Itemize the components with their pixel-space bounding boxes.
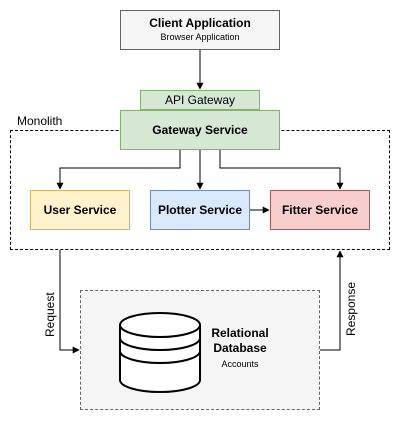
user-service-label: User Service <box>43 202 117 217</box>
response-label: Response <box>344 281 358 336</box>
api-gateway-label: API Gateway <box>164 93 236 107</box>
gateway-service-node: Gateway Service <box>120 110 280 150</box>
plotter-service-label: Plotter Service <box>157 202 243 217</box>
edge-gateway-to-user <box>56 150 181 190</box>
plotter-service-node: Plotter Service <box>150 190 250 230</box>
fitter-service-label: Fitter Service <box>281 202 359 217</box>
client-subtitle: Browser Application <box>160 32 240 42</box>
monolith-label: Monolith <box>17 114 63 128</box>
request-label: Request <box>43 292 57 337</box>
database-title-line2: Database <box>213 341 267 355</box>
client-title: Client Application <box>149 16 251 30</box>
gateway-service-label: Gateway Service <box>152 122 248 137</box>
fitter-service-node: Fitter Service <box>270 190 370 230</box>
edge-request <box>59 250 80 354</box>
database-title-line1: Relational <box>211 326 269 340</box>
user-service-node: User Service <box>30 190 130 230</box>
edge-gateway-to-fitter <box>219 150 344 190</box>
database-subtitle: Accounts <box>221 359 259 369</box>
client-application-node: Client Application Browser Application <box>120 10 280 50</box>
edge-response <box>320 250 344 351</box>
api-gateway-node: API Gateway <box>140 90 260 110</box>
database-label: Relational Database Accounts <box>200 326 280 371</box>
